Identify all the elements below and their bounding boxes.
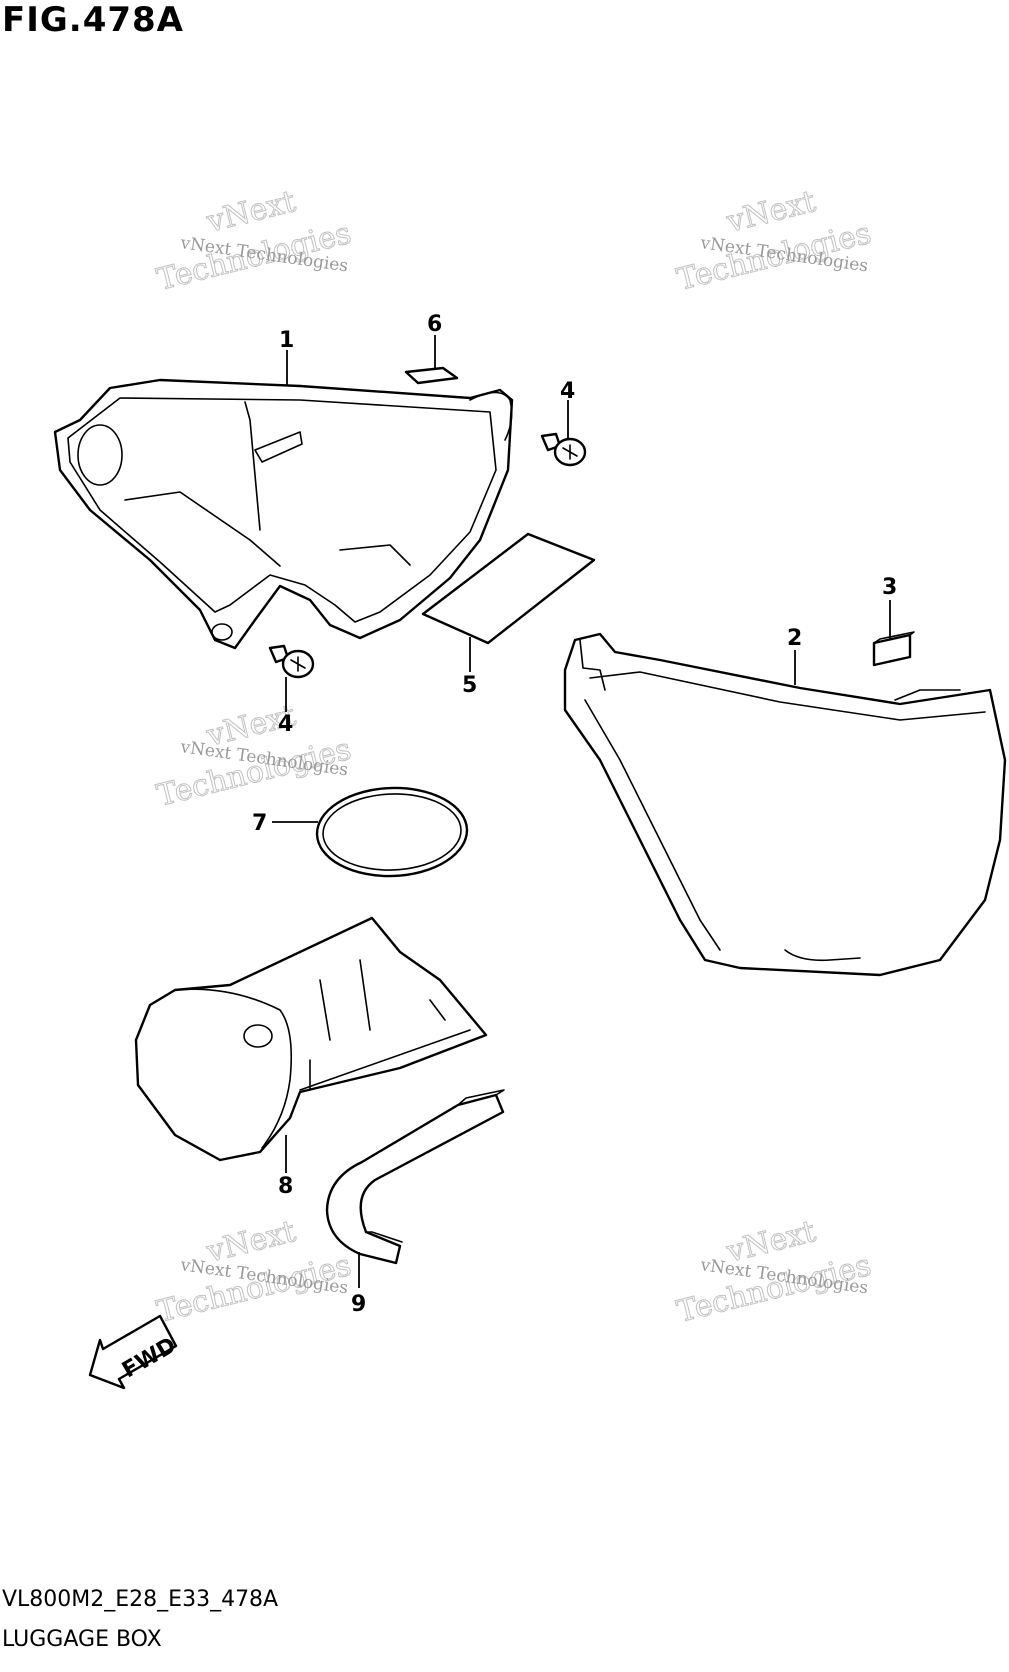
svg-text:vNext: vNext — [722, 1214, 819, 1270]
watermark-bottom-right: vNext Technologies vNext Technologies — [673, 1214, 875, 1331]
callout-5: 5 — [462, 673, 477, 698]
callout-4-lower: 4 — [278, 712, 293, 737]
svg-text:vNext: vNext — [202, 1214, 299, 1270]
callout-7: 7 — [252, 811, 267, 836]
part-6-label[interactable] — [404, 366, 459, 385]
watermark-mid-left: vNext Technologies vNext Technologies — [153, 698, 355, 815]
figure-name: LUGGAGE BOX — [2, 1627, 162, 1652]
figure-code: VL800M2_E28_E33_478A — [2, 1587, 279, 1612]
callout-1: 1 — [279, 328, 294, 353]
fwd-direction-arrow: FWD — [88, 1314, 181, 1390]
part-4-bolt-upper[interactable] — [540, 432, 587, 467]
part-3-cushion[interactable] — [872, 631, 915, 667]
callout-8: 8 — [278, 1174, 293, 1199]
leader-lines — [272, 335, 891, 1288]
watermark-top-left: vNext Technologies vNext Technologies — [153, 184, 355, 299]
callout-4-upper: 4 — [560, 379, 575, 404]
callout-2: 2 — [787, 626, 802, 651]
callout-3: 3 — [882, 575, 897, 600]
part-8-tool-bag[interactable] — [134, 916, 488, 1162]
part-9-hex-wrench[interactable] — [325, 1089, 505, 1265]
callout-9: 9 — [351, 1292, 366, 1317]
figure-title: FIG.478A — [2, 0, 184, 40]
part-2-side-cover[interactable] — [563, 632, 1007, 977]
part-5-mat[interactable] — [421, 532, 596, 645]
part-7-band[interactable] — [315, 785, 469, 878]
part-1-luggage-box[interactable] — [53, 378, 514, 650]
callout-6: 6 — [427, 312, 442, 337]
watermark-top-right: vNext Technologies vNext Technologies — [673, 184, 875, 299]
part-4-bolt-lower[interactable] — [268, 644, 315, 679]
watermark-bottom-left: vNext Technologies vNext Technologies — [153, 1214, 355, 1331]
